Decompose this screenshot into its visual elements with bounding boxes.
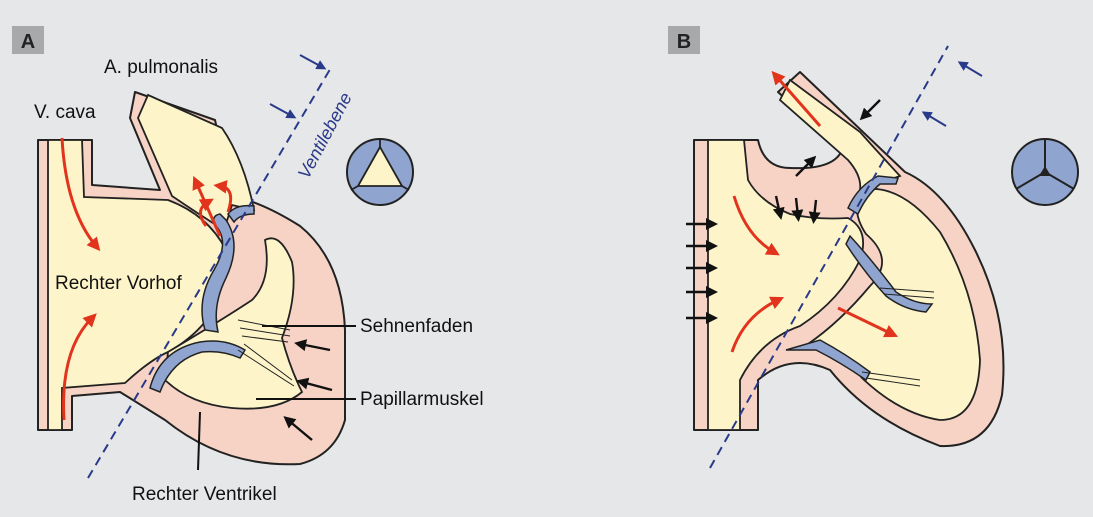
red-flow-arrow: [62, 313, 97, 421]
panel-a-chordae: [237, 319, 295, 387]
panel-a: A: [12, 26, 484, 505]
black-force-arrow: [808, 199, 821, 224]
panel-b-badge-label: B: [677, 31, 691, 53]
blue-shift-arrow: [957, 61, 983, 77]
black-force-arrow: [296, 377, 333, 392]
pulmonary-valve-open-icon: [346, 138, 414, 206]
black-force-arrow: [283, 416, 313, 441]
panel-b-chordae: [861, 287, 935, 387]
panel-b-contraction-arrows: [686, 99, 881, 324]
black-force-arrow: [795, 155, 817, 177]
panel-a-leader-lines: [197, 325, 356, 471]
black-force-arrow: [791, 197, 804, 222]
red-flow-arrow: [837, 306, 899, 338]
red-flow-arrow: [771, 70, 822, 127]
panel-b: B: [668, 26, 1079, 469]
panel-a-right-ventricle: [164, 237, 304, 410]
label-v-cava: V. cava: [34, 102, 96, 123]
panel-b-valve-plane: [709, 45, 949, 469]
panel-b-badge: B: [668, 26, 700, 54]
panel-a-contraction-arrows: [283, 339, 333, 441]
blue-shift-arrow: [269, 103, 297, 119]
panel-a-badge: A: [12, 26, 44, 54]
panel-b-tricuspid-leaflet: [845, 234, 934, 313]
panel-a-tricuspid-leaflet: [149, 340, 247, 393]
panel-a-flow-arrows: [60, 137, 233, 421]
black-force-arrow: [859, 99, 881, 121]
red-flow-arrow: [60, 137, 101, 252]
panel-a-plane-arrows: [269, 54, 327, 119]
pulmonary-valve-closed-icon: [1011, 138, 1079, 206]
red-flow-arrow: [730, 296, 785, 353]
label-papillarmuskel: Papillarmuskel: [360, 389, 484, 410]
red-flow-arrow: [213, 180, 233, 213]
panel-b-flow-arrows: [730, 70, 899, 353]
label-rechter-vorhof: Rechter Vorhof: [55, 273, 182, 294]
blue-shift-arrow: [299, 54, 327, 70]
panel-b-pulmonary-cusp: [847, 175, 900, 216]
black-force-arrow: [772, 195, 785, 220]
panel-a-valve-plane: [87, 65, 333, 479]
black-force-arrow: [294, 339, 331, 352]
label-rechter-ventrikel: Rechter Ventrikel: [132, 484, 277, 505]
label-sehnenfaden: Sehnenfaden: [360, 316, 473, 337]
blue-shift-arrow: [921, 111, 947, 127]
panel-a-pulmonary-cusp: [227, 204, 255, 224]
panel-b-plane-arrows: [921, 61, 983, 127]
label-a-pulmonalis: A. pulmonalis: [104, 57, 218, 78]
red-flow-arrow: [732, 195, 780, 256]
panel-b-septum-leaflet: [785, 339, 871, 382]
red-flow-arrow: [198, 198, 214, 227]
panel-a-badge-label: A: [21, 31, 35, 53]
